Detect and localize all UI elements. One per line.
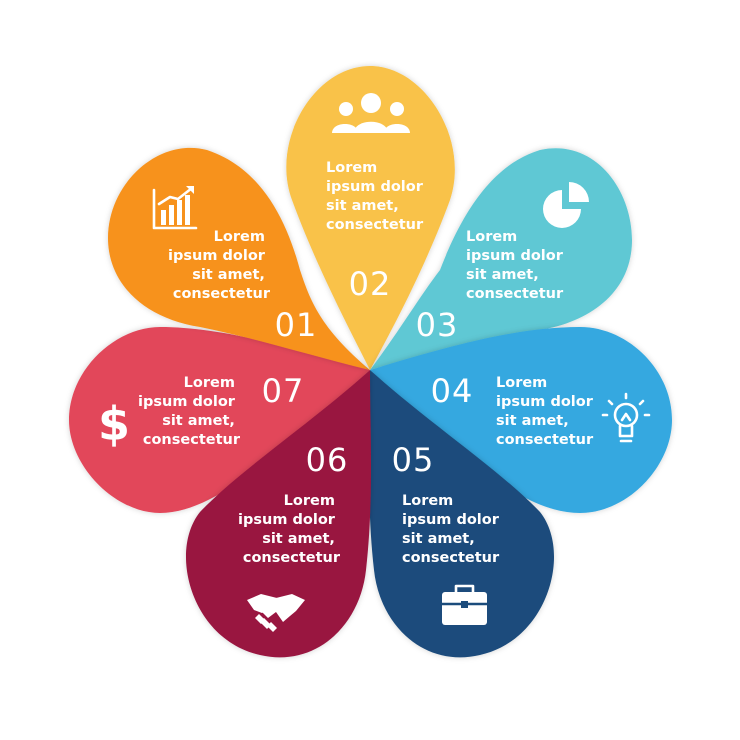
petal-03-line-3: sit amet, — [466, 267, 539, 283]
lightbulb-icon — [601, 392, 651, 443]
petal-02-line-2: ipsum dolor — [326, 179, 424, 195]
petal-06-line-2: ipsum dolor — [238, 512, 336, 528]
petal-03-shape — [370, 148, 632, 370]
petal-06-line-1: Lorem — [284, 493, 335, 509]
petal-05-line-2: ipsum dolor — [402, 512, 500, 528]
petal-07-line-4: consectetur — [143, 432, 241, 448]
petal-01-line-2: ipsum dolor — [168, 248, 266, 264]
petal-03: 03 Lorem ipsum dolor sit amet, consectet… — [370, 148, 632, 370]
petal-01-line-4: consectetur — [173, 286, 271, 302]
svg-text:Lorem ipsum dolor: Lorem ipsum dolor sit amet, consectetur — [496, 375, 598, 448]
petal-01-number: 01 — [275, 306, 318, 344]
petal-04-number: 04 — [431, 372, 474, 410]
handshake-icon — [247, 594, 305, 632]
petal-04-line-1: Lorem — [496, 375, 547, 391]
petal-07-number: 07 — [262, 372, 305, 410]
petal-03-line-1: Lorem — [466, 229, 517, 245]
petal-07-line-2: ipsum dolor — [138, 394, 236, 410]
petal-02: 02 Lorem ipsum dolor sit amet, consectet… — [286, 66, 455, 370]
team-icon — [332, 93, 410, 133]
petal-05-line-3: sit amet, — [402, 531, 475, 547]
petal-02-line-4: consectetur — [326, 217, 424, 233]
petal-01: 01 Lorem ipsum dolor sit amet, consectet… — [108, 147, 370, 370]
svg-text:Lorem ipsum dolor: Lorem ipsum dolor sit amet, consectetur — [168, 229, 271, 302]
petal-04: 04 Lorem ipsum dolor sit amet, consectet… — [370, 327, 672, 513]
svg-text:Lorem ipsum dolor: Lorem ipsum dolor sit amet, consectetur — [326, 160, 428, 233]
petal-01-line-3: sit amet, — [192, 267, 265, 283]
petal-05-line-1: Lorem — [402, 493, 453, 509]
petal-01-line-1: Lorem — [214, 229, 265, 245]
petal-07-line-3: sit amet, — [162, 413, 235, 429]
petal-07: 07 Lorem ipsum dolor sit amet, consectet… — [69, 327, 370, 513]
petal-02-line-1: Lorem — [326, 160, 377, 176]
petal-03-number: 03 — [416, 306, 459, 344]
petal-05-number: 05 — [392, 441, 435, 479]
pie-chart-icon — [543, 182, 589, 228]
petal-02-shape — [286, 66, 455, 370]
svg-text:Lorem ipsum dolor: Lorem ipsum dolor sit amet, consectetur — [402, 493, 504, 566]
petal-03-line-2: ipsum dolor — [466, 248, 564, 264]
petal-05: 05 Lorem ipsum dolor sit amet, consectet… — [369, 370, 555, 658]
petal-05-line-4: consectetur — [402, 550, 500, 566]
petal-04-shape — [370, 327, 672, 513]
petal-04-line-2: ipsum dolor — [496, 394, 594, 410]
petal-07-line-1: Lorem — [184, 375, 235, 391]
svg-text:Lorem ipsum dolor: Lorem ipsum dolor sit amet, consectetur — [138, 375, 241, 448]
svg-text:Lorem ipsum dolor: Lorem ipsum dolor sit amet, consectetur — [238, 493, 341, 566]
petal-03-line-4: consectetur — [466, 286, 564, 302]
petal-01-shape — [108, 147, 370, 370]
petal-06-line-3: sit amet, — [262, 531, 335, 547]
dollar-icon: $ — [98, 397, 130, 451]
petal-06-number: 06 — [306, 441, 349, 479]
petal-06-shape — [185, 370, 371, 658]
petal-02-number: 02 — [349, 265, 392, 303]
petal-02-line-3: sit amet, — [326, 198, 399, 214]
growth-chart-icon — [152, 186, 198, 230]
petal-05-shape — [369, 370, 555, 658]
svg-text:Lorem ipsum dolor: Lorem ipsum dolor sit amet, consectetur — [466, 229, 568, 302]
petal-04-line-4: consectetur — [496, 432, 594, 448]
briefcase-icon — [442, 584, 487, 625]
petal-06-line-4: consectetur — [243, 550, 341, 566]
petal-06: 06 Lorem ipsum dolor sit amet, consectet… — [185, 370, 371, 658]
petal-07-shape — [69, 327, 370, 513]
petal-04-line-3: sit amet, — [496, 413, 569, 429]
